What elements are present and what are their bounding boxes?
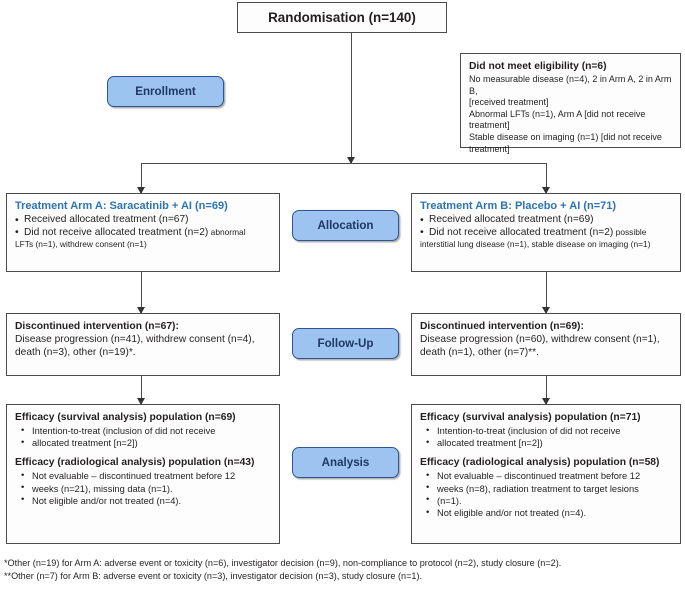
arm-a-analysis-radiological-item-2: Not eligible and/or not treated (n=4). (15, 494, 271, 507)
arm-b-analysis-survival-heading: Efficacy (survival analysis) population … (420, 412, 641, 423)
connector-arm-a-followup-to-analysis (141, 376, 143, 404)
arm-b-allocation-bullet-2-wrap: interstitial lung disease (n=1), stable … (420, 239, 651, 250)
arm-b-allocation-bullet-1: Received allocated treatment (n=69) (420, 214, 672, 227)
stage-label-followup: Follow-Up (317, 337, 374, 350)
arm-b-analysis-radiological-item-1-wrap2: •(n=1). (420, 494, 672, 507)
arm-b-followup-line-2: death (n=1), other (n=7)**. (420, 346, 539, 358)
stage-label-allocation: Allocation (317, 219, 374, 232)
arm-a-analysis-box: Efficacy (survival analysis) population … (6, 404, 280, 544)
arm-a-allocation-bullet-2-wrap: LFTs (n=1), withdrew consent (n=1) (15, 239, 147, 250)
connector-split-bar (141, 163, 547, 165)
stage-pill-enrollment: Enrollment (107, 76, 224, 107)
arm-a-analysis-survival-heading: Efficacy (survival analysis) population … (15, 412, 236, 423)
arm-a-analysis-radiological-item-1: Not evaluable – discontinued treatment b… (15, 470, 271, 482)
arm-a-analysis-survival-item-1-wrap-text: allocated treatment [n=2]) (32, 438, 138, 449)
arm-a-followup-line-2: death (n=3), other (n=19)*. (15, 346, 136, 358)
arm-a-analysis-radiological-item-1-wrap: •weeks (n=21), missing data (n=1). (15, 482, 271, 495)
arm-b-allocation-heading: Treatment Arm B: Placebo + AI (n=71) (420, 200, 617, 212)
arm-a-analysis-survival-item-1-wrap: •allocated treatment [n=2]) (15, 437, 271, 449)
arm-b-followup-line-1: Disease progression (n=60), withdrew con… (420, 334, 660, 345)
stage-pill-allocation: Allocation (292, 210, 399, 241)
connector-randomisation-arrowhead (346, 157, 355, 164)
arm-b-allocation-bullet-2-main: Did not receive allocated treatment (n=2… (429, 226, 614, 238)
arm-b-followup-box: Discontinued intervention (n=69): Diseas… (411, 313, 681, 376)
arm-a-followup-box: Discontinued intervention (n=67): Diseas… (6, 313, 280, 376)
connector-split-right-arrowhead (541, 187, 550, 194)
excluded-line-4: treatment] (469, 120, 510, 131)
arm-a-allocation-bullet-2-tail: abnormal (208, 226, 246, 237)
arm-a-followup-line-1: Disease progression (n=41), withdrew con… (15, 334, 255, 345)
arm-b-analysis-survival-item-1-wrap-text: allocated treatment [n=2]) (437, 438, 543, 449)
arm-a-analysis-survival-item-1: Intention-to-treat (inclusion of did not… (15, 424, 271, 437)
connector-arm-b-followup-to-analysis-arrowhead (541, 398, 550, 405)
arm-b-analysis-radiological-item-1-wrap2-text: (n=1). (437, 495, 462, 506)
arm-a-allocation-bullet-2: Did not receive allocated treatment (n=2… (15, 226, 271, 240)
excluded-line-5: Stable disease on imaging (n=1) [did not… (469, 131, 662, 142)
arm-a-allocation-heading: Treatment Arm A: Saracatinib + AI (n=69) (15, 200, 228, 212)
arm-b-analysis-radiological-item-1-wrap: •weeks (n=8), radiation treatment to tar… (420, 482, 672, 495)
footnote-arm-b: **Other (n=7) for Arm B: adverse event o… (4, 571, 422, 581)
connector-arm-b-followup-to-analysis (546, 376, 548, 404)
arm-b-analysis-box: Efficacy (survival analysis) population … (411, 404, 681, 544)
connector-randomisation-trunk (351, 33, 353, 163)
connector-split-left (141, 163, 143, 193)
connector-split-left-arrowhead (136, 187, 145, 194)
excluded-line-1: No measurable disease (n=4), 2 in Arm A,… (469, 74, 672, 96)
arm-b-analysis-radiological-item-2: Not eligible and/or not treated (n=4). (420, 507, 672, 519)
footnote-arm-a: *Other (n=19) for Arm A: adverse event o… (4, 558, 562, 568)
randomisation-box: Randomisation (n=140) (237, 2, 447, 33)
arm-b-analysis-survival-item-1: Intention-to-treat (inclusion of did not… (420, 424, 672, 437)
arm-b-analysis-radiological-item-1-wrap-text: weeks (n=8), radiation treatment to targ… (437, 483, 639, 494)
connector-arm-a-alloc-to-followup (141, 272, 143, 313)
arm-a-allocation-bullet-2-main: Did not receive allocated treatment (n=2… (24, 226, 209, 238)
arm-b-allocation-box: Treatment Arm B: Placebo + AI (n=71) Rec… (411, 193, 681, 272)
arm-a-followup-heading: Discontinued intervention (n=67): (15, 321, 179, 332)
arm-a-analysis-radiological-item-1-wrap-text: weeks (n=21), missing data (n=1). (32, 483, 173, 494)
excluded-line-3: Abnormal LFTs (n=1), Arm A [did not rece… (469, 108, 646, 119)
arm-a-analysis-radiological-heading: Efficacy (radiological analysis) populat… (15, 457, 255, 469)
connector-arm-b-alloc-to-followup (546, 272, 548, 313)
excluded-box: Did not meet eligibility (n=6) No measur… (460, 53, 681, 154)
connector-arm-a-followup-to-analysis-arrowhead (136, 398, 145, 405)
arm-b-allocation-bullet-2: Did not receive allocated treatment (n=2… (420, 226, 672, 240)
arm-b-allocation-bullet-2-tail: possible (613, 226, 647, 237)
connector-split-right (546, 163, 548, 193)
stage-label-analysis: Analysis (321, 456, 370, 469)
arm-b-followup-heading: Discontinued intervention (n=69): (420, 321, 584, 332)
arm-b-analysis-radiological-heading: Efficacy (radiological analysis) populat… (420, 457, 660, 469)
stage-pill-followup: Follow-Up (292, 328, 399, 359)
stage-label-enrollment: Enrollment (135, 85, 196, 98)
stage-pill-analysis: Analysis (292, 447, 399, 478)
arm-a-allocation-box: Treatment Arm A: Saracatinib + AI (n=69)… (6, 193, 280, 272)
randomisation-label: Randomisation (n=140) (268, 10, 416, 25)
excluded-heading: Did not meet eligibility (n=6) (469, 61, 607, 72)
excluded-line-6: treatment] (469, 143, 510, 154)
excluded-line-2: [received treatment] (469, 97, 549, 108)
connector-arm-a-alloc-to-followup-arrowhead (136, 307, 145, 314)
arm-b-analysis-survival-item-1-wrap: •allocated treatment [n=2]) (420, 437, 672, 449)
arm-b-analysis-radiological-item-1: Not evaluable – discontinued treatment b… (420, 470, 672, 482)
arm-a-allocation-bullet-1: Received allocated treatment (n=67) (15, 214, 271, 227)
connector-arm-b-alloc-to-followup-arrowhead (541, 307, 550, 314)
